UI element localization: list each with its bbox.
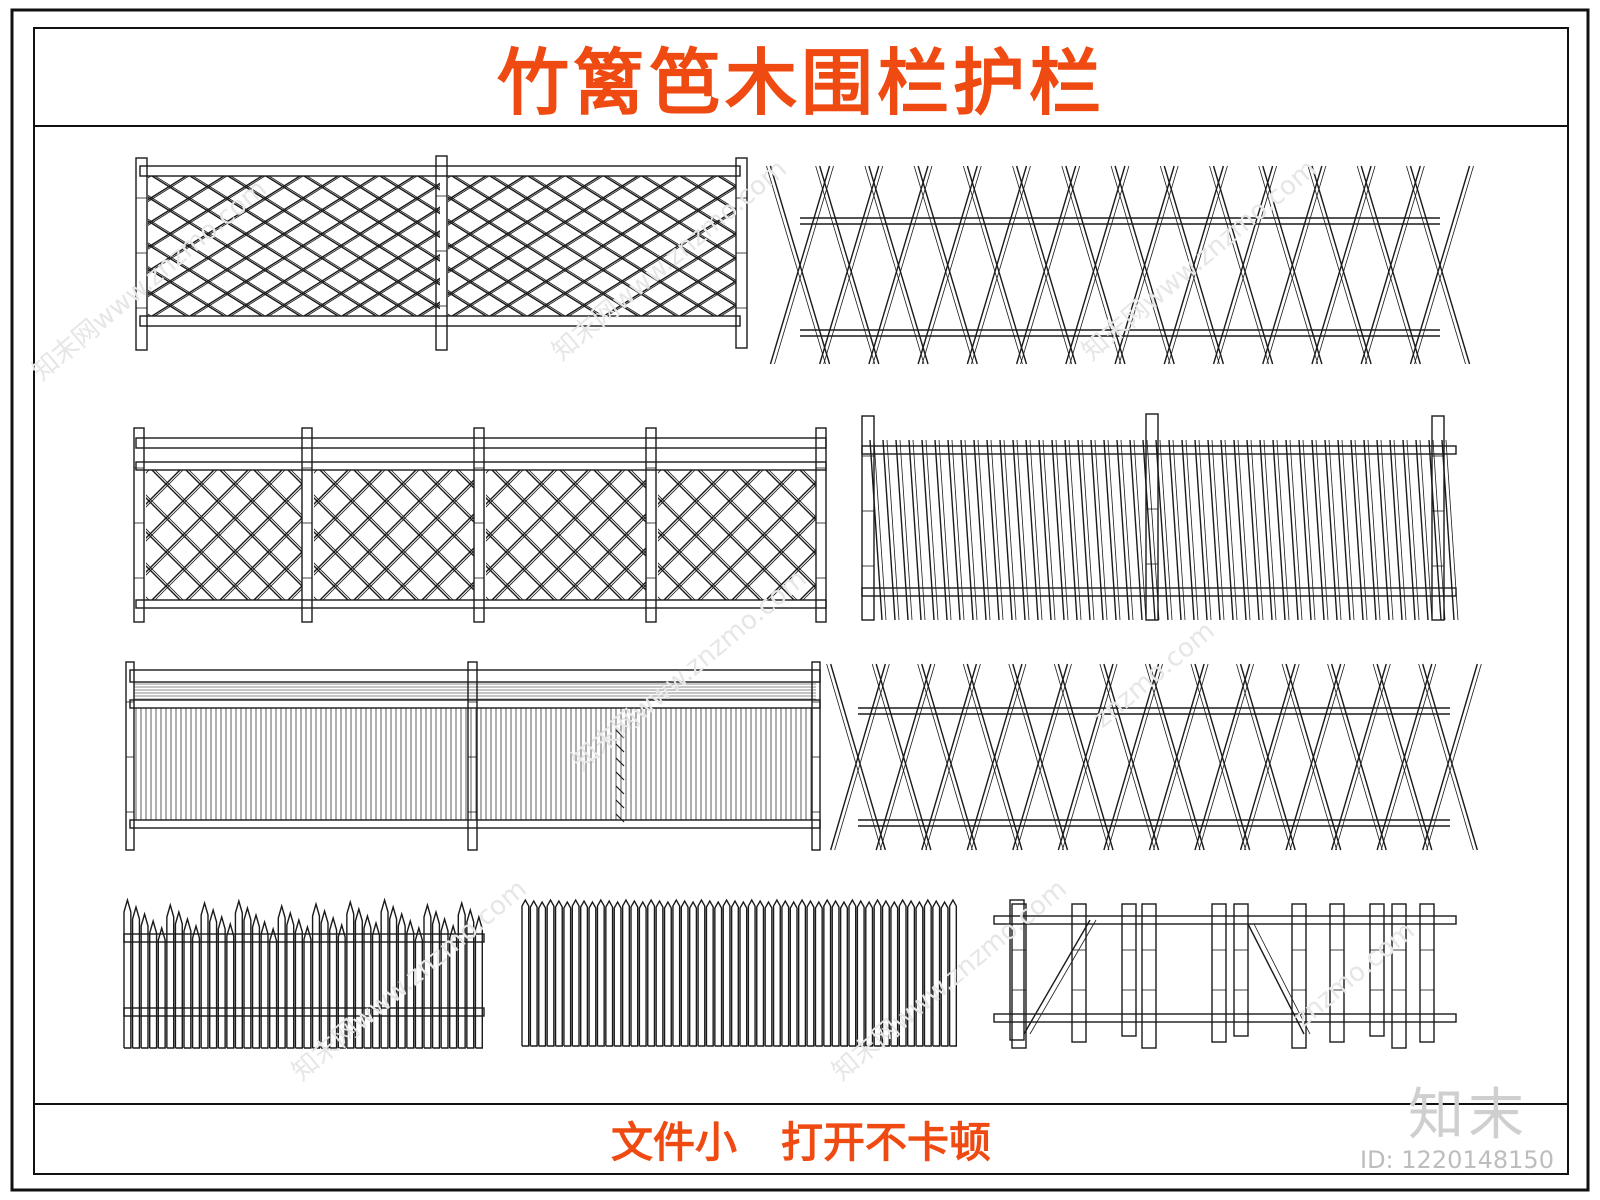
footer-left: 文件小	[611, 1117, 738, 1167]
footer-caption: 文件小 打开不卡顿	[34, 1104, 1568, 1174]
pointed-picket-fence	[123, 897, 485, 1049]
footer-right: 打开不卡顿	[780, 1117, 991, 1167]
crossed-stake-fence-top	[766, 165, 1474, 365]
bamboo-screen-fence	[125, 661, 821, 851]
diamond-lattice-fence	[135, 155, 748, 351]
crossed-stake-fence-middle	[826, 663, 1482, 851]
flat-picket-fence	[521, 898, 958, 1047]
watermark-id: ID: 1220148150	[1360, 1146, 1554, 1174]
slanted-rod-fence	[861, 413, 1459, 621]
square-lattice-fence	[133, 427, 827, 623]
page-title: 竹篱笆木围栏护栏	[496, 40, 1105, 125]
watermark-logo: 知末	[1408, 1083, 1528, 1148]
rustic-bamboo-fence	[993, 899, 1457, 1049]
